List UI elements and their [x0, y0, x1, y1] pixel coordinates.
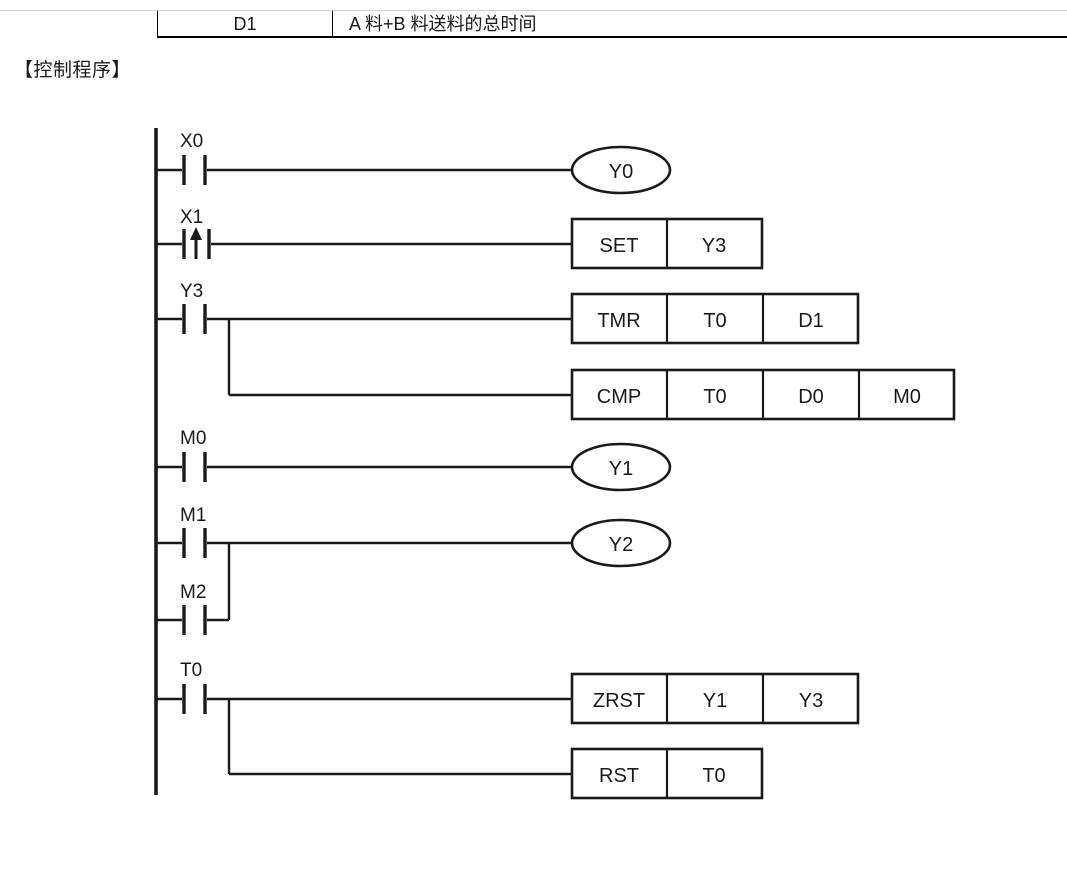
block-cell-tmr-op: TMR [597, 310, 640, 332]
contact-label-m0: M0 [180, 428, 206, 449]
block-cell-set-arg1: Y3 [702, 235, 726, 257]
block-cell-zrst-arg2: Y3 [799, 690, 823, 712]
block-cell-set-op: SET [600, 235, 639, 257]
rung-4: M0 Y1 [156, 428, 672, 492]
contact-label-m2: M2 [180, 582, 206, 603]
instruction-block-zrst [570, 672, 860, 725]
coil-label-y0: Y0 [609, 161, 633, 183]
coil-label-y2: Y2 [609, 534, 633, 556]
block-cell-tmr-arg1: T0 [703, 310, 726, 332]
rung-5: M1 M2 Y2 [156, 505, 672, 635]
table-cell-device-code: D1 [158, 11, 333, 37]
block-cell-tmr-arg2: D1 [798, 310, 824, 332]
device-table: D1 A 料+B 料送料的总时间 [157, 11, 1067, 38]
block-cell-zrst-arg1: Y1 [703, 690, 727, 712]
contact-label-x1: X1 [180, 207, 203, 228]
section-heading-control-program: 【控制程序】 [14, 59, 132, 81]
block-cell-rst-op: RST [599, 765, 639, 787]
coil-y1 [570, 442, 672, 492]
block-cell-cmp-arg3: M0 [893, 386, 921, 408]
rung-3: Y3 TMR T0 D1 CMP T0 D0 M0 [156, 281, 956, 421]
coil-label-y1: Y1 [609, 458, 633, 480]
contact-label-t0: T0 [180, 660, 202, 681]
block-cell-rst-arg1: T0 [702, 765, 725, 787]
block-cell-cmp-arg1: T0 [703, 386, 726, 408]
contact-label-y3: Y3 [180, 281, 203, 302]
rising-edge-arrow-icon [190, 227, 202, 259]
rung-6: T0 ZRST Y1 Y3 RST T0 [156, 660, 860, 800]
block-cell-cmp-op: CMP [597, 386, 641, 408]
rung-2: X1 SET Y3 [156, 207, 764, 270]
block-cell-zrst-op: ZRST [593, 690, 645, 712]
contact-label-x0: X0 [180, 131, 203, 152]
rung-1: X0 Y0 [156, 131, 672, 195]
coil-y0 [570, 145, 672, 195]
contact-label-m1: M1 [180, 505, 206, 526]
table-cell-device-description: A 料+B 料送料的总时间 [349, 14, 537, 34]
block-cell-cmp-arg2: D0 [798, 386, 824, 408]
instruction-block-tmr [570, 292, 860, 345]
coil-y2 [570, 518, 672, 568]
page-top-rule [0, 10, 1067, 11]
